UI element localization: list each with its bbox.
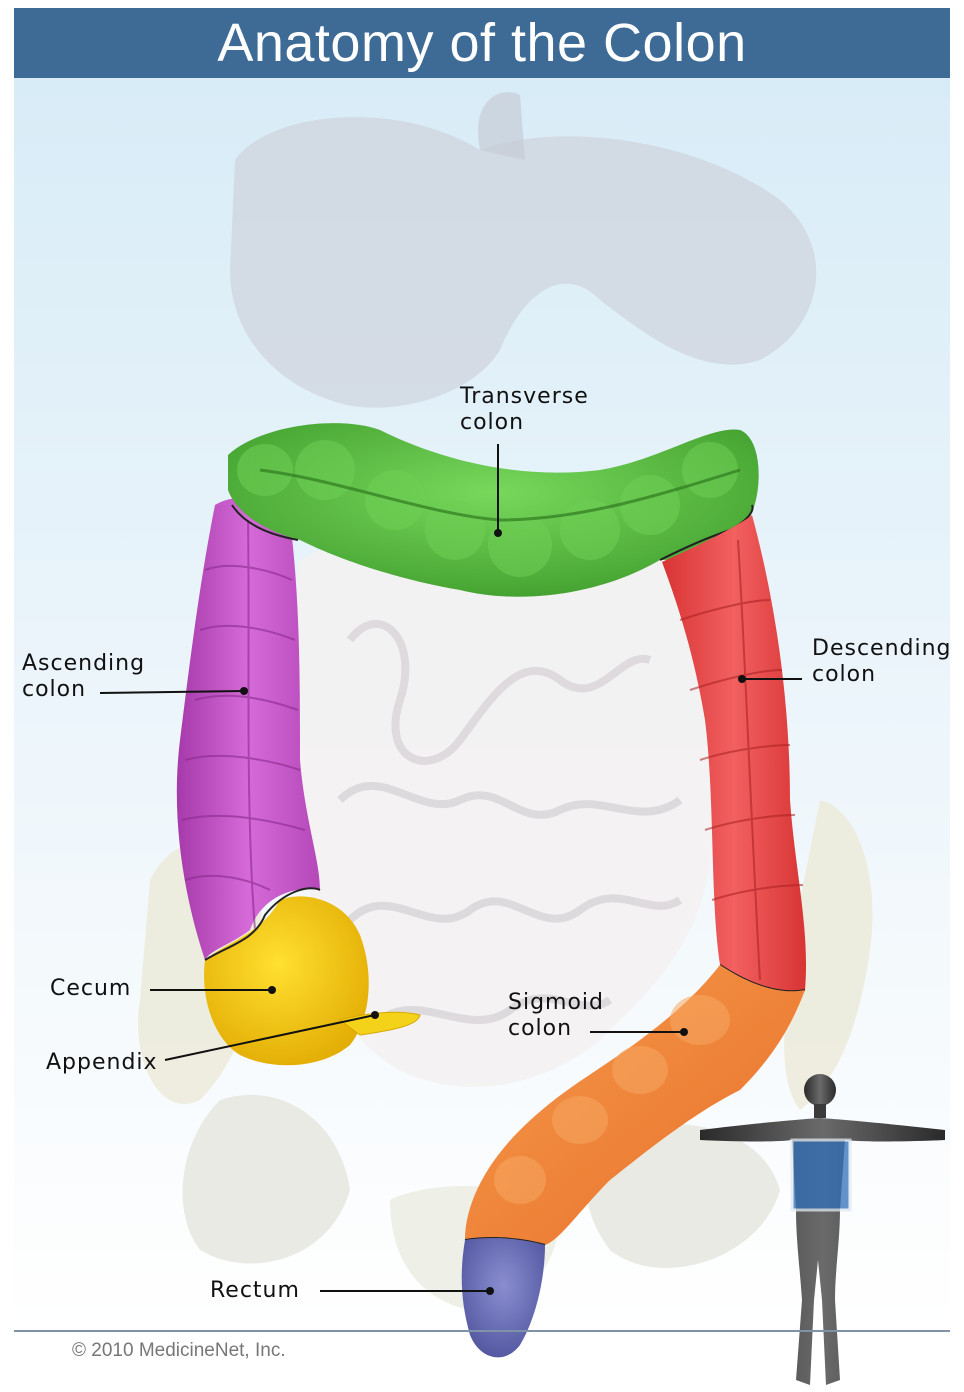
descending-dot — [738, 675, 746, 683]
rectum-shape — [462, 1238, 545, 1357]
label-sigmoid-colon: Sigmoid colon — [508, 990, 604, 1042]
page-title: Anatomy of the Colon — [217, 12, 746, 74]
body-neck — [814, 1104, 826, 1118]
transverse-dot — [494, 529, 502, 537]
appendix-dot — [371, 1011, 379, 1019]
copyright-notice: © 2010 MedicineNet, Inc. — [72, 1340, 286, 1362]
bottom-divider — [14, 1330, 950, 1332]
body-head — [804, 1074, 836, 1106]
label-transverse-colon: Transverse colon — [460, 384, 589, 436]
ascending-dot — [240, 687, 248, 695]
sigmoid-dot — [680, 1028, 688, 1036]
label-cecum: Cecum — [50, 976, 131, 1002]
rectum-dot — [486, 1287, 494, 1295]
label-descending-colon: Descending colon — [812, 636, 952, 688]
label-ascending-colon: Ascending colon — [22, 651, 145, 703]
cecum-dot — [268, 986, 276, 994]
title-bar: Anatomy of the Colon — [14, 8, 950, 78]
label-appendix: Appendix — [46, 1050, 158, 1076]
label-rectum: Rectum — [210, 1278, 300, 1304]
body-abdomen-highlight — [792, 1140, 850, 1210]
